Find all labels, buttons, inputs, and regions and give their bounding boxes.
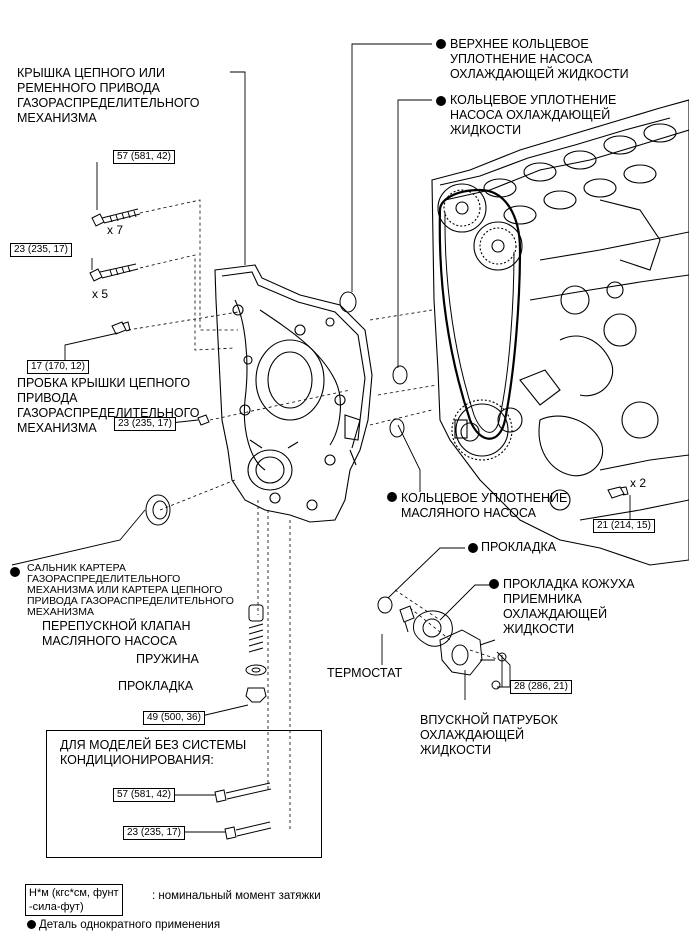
legend-single-use: Деталь однократного применения (27, 918, 220, 933)
legend-unit-box: Н*м (кгс*см, фунт-сила-фут) (25, 884, 123, 916)
label-thermostat: ТЕРМОСТАТ (327, 666, 403, 680)
multiplier-x5: x 5 (92, 287, 109, 301)
relief-valve-stack (245, 604, 267, 703)
torque-17: 17 (170, 12) (27, 360, 89, 374)
torque-57-top: 57 (581, 42) (113, 150, 175, 164)
single-use-dot (10, 567, 20, 577)
single-use-dot (489, 579, 499, 589)
torque-28: 28 (286, 21) (510, 680, 572, 694)
single-use-dot (387, 492, 397, 502)
label-spring: ПРУЖИНА (136, 652, 199, 666)
torque-49: 49 (500, 36) (143, 711, 205, 725)
timing-cover-drawing (214, 264, 373, 523)
torque-23-plug: 23 (235, 17) (114, 417, 176, 431)
label-gasket-top: ПРОКЛАДКА (481, 540, 557, 554)
torque-57-frame: 57 (581, 42) (113, 788, 175, 802)
engine-block (431, 99, 689, 566)
no-ac-frame (46, 730, 322, 858)
single-use-dot (468, 543, 478, 553)
torque-21: 21 (214, 15) (593, 519, 655, 533)
torque-23-left: 23 (235, 17) (10, 243, 72, 257)
single-use-dot-icon (27, 920, 36, 929)
torque-23-frame: 23 (235, 17) (123, 826, 185, 840)
multiplier-x7: x 7 (107, 223, 124, 237)
single-use-dot (436, 96, 446, 106)
single-use-dot (436, 39, 446, 49)
legend-unit-desc: : номинальный момент затяжки (152, 890, 321, 902)
multiplier-x2: x 2 (630, 476, 647, 490)
label-gasket-bottom: ПРОКЛАДКА (118, 679, 194, 693)
bolts-left (89, 208, 210, 426)
